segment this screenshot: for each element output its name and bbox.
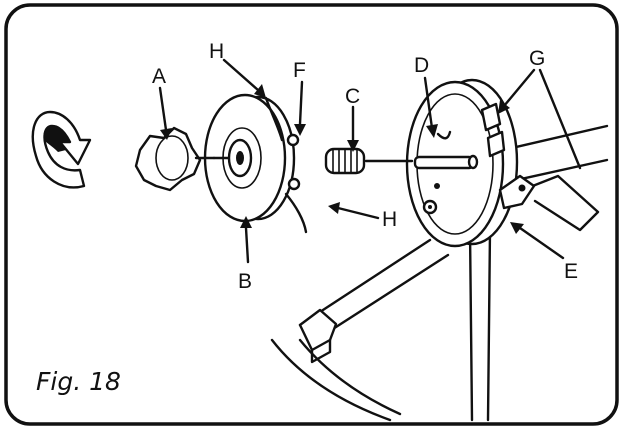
label-c: C: [345, 85, 360, 108]
guard-frame: [270, 228, 492, 422]
figure-caption: Fig. 18: [36, 367, 121, 396]
spool-part: [203, 93, 308, 234]
label-b: B: [238, 270, 252, 293]
label-d: D: [414, 54, 429, 77]
leader-arrows: [158, 58, 582, 264]
label-h-top: H: [209, 40, 224, 63]
spring-part: [324, 147, 414, 175]
counterclockwise-arrow-icon: [31, 110, 92, 189]
label-f: F: [293, 59, 306, 82]
label-g: G: [529, 47, 545, 70]
label-h-bottom: H: [382, 208, 397, 231]
spool-housing: [405, 78, 536, 248]
label-a: A: [152, 65, 166, 88]
label-e: E: [564, 260, 578, 283]
